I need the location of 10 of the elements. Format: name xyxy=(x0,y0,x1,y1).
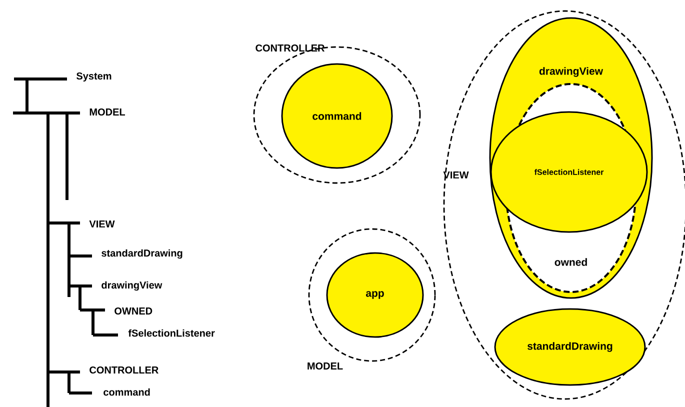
tree-label: OWNED xyxy=(114,307,152,315)
tree-label: System xyxy=(76,72,112,82)
tree-label: fSelectionListener xyxy=(128,329,215,337)
tree-label: MODEL xyxy=(90,108,125,116)
tree-label: standardDrawing xyxy=(102,249,182,259)
tree-label: VIEW xyxy=(89,220,115,228)
tree-label: command xyxy=(104,388,150,396)
node-label: MODEL xyxy=(308,362,343,370)
tree-label: drawingView xyxy=(102,281,162,291)
tree-label: CONTROLLER xyxy=(90,366,158,374)
